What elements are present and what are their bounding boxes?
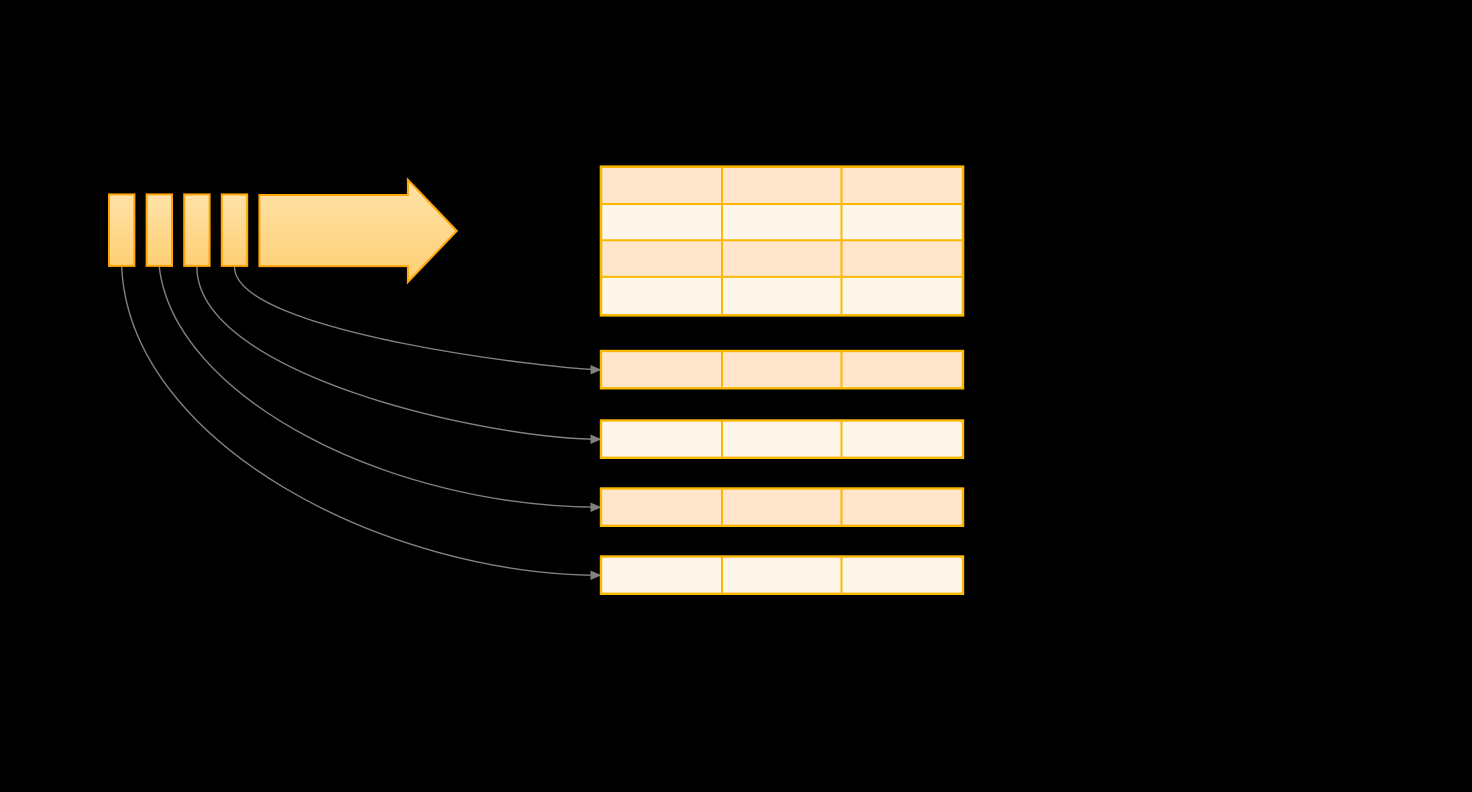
row-table-4 <box>599 555 965 595</box>
main-table-grid <box>601 166 963 316</box>
main-table-row-4 <box>601 276 963 316</box>
connectors <box>121 266 602 581</box>
connector-stripe2-to-row-table-3 <box>158 266 602 513</box>
main-table-row-3 <box>601 240 963 277</box>
row-table-1 <box>599 349 965 390</box>
main-table <box>599 165 965 317</box>
connector-stripe4-to-row-table-1 <box>233 266 602 375</box>
striped-arrow-shape <box>108 177 459 285</box>
main-table-border <box>599 165 965 317</box>
stripe-bar-1 <box>108 193 136 267</box>
row-table-2 <box>599 419 965 459</box>
row-table-3 <box>599 487 965 527</box>
arrow-body <box>258 177 459 285</box>
connector-stripe3-to-row-table-2 <box>196 266 602 445</box>
stripe-bar-2 <box>145 193 174 267</box>
main-table-row-1 <box>601 166 963 204</box>
stripe-bar-4 <box>220 193 249 267</box>
main-table-row-2 <box>601 204 963 241</box>
connector-stripe1-to-row-table-4 <box>121 266 602 581</box>
stripe-bar-3 <box>183 193 211 267</box>
row-tables <box>599 349 965 595</box>
